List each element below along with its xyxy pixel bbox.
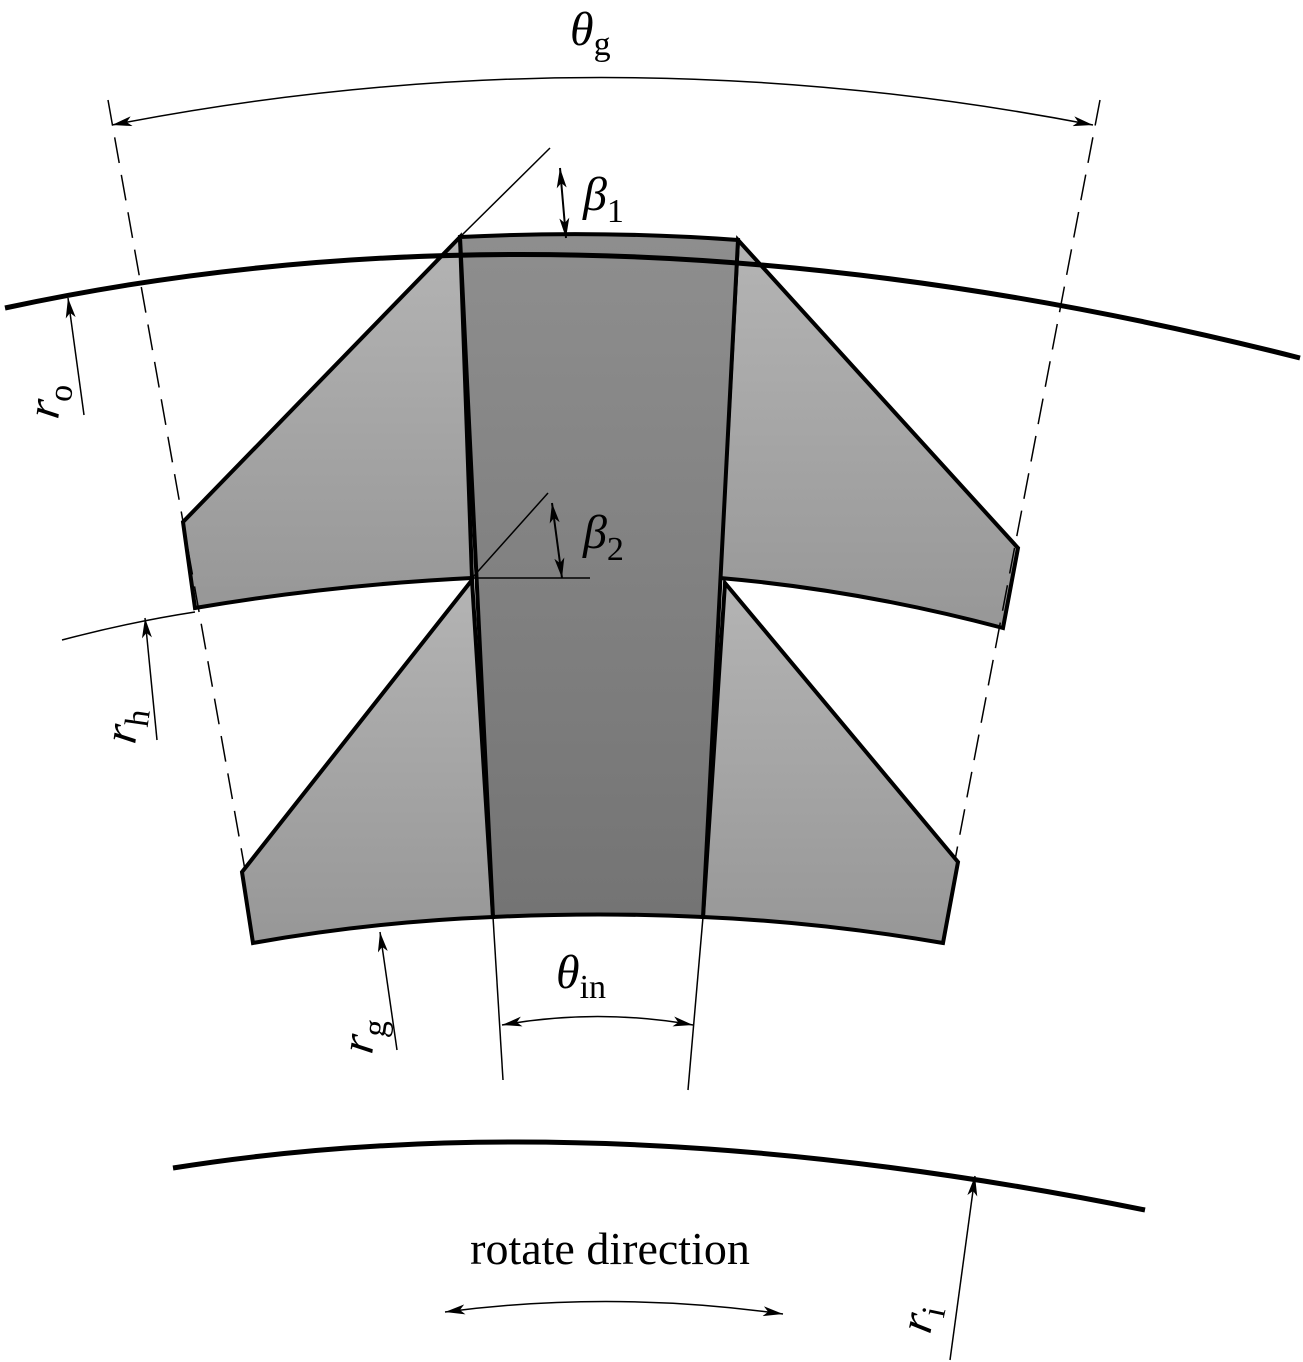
theta-in-label: θin: [556, 946, 606, 1006]
theta-in-arrow: [501, 1015, 694, 1027]
r-h-label: rh: [93, 704, 157, 748]
beta1-reference-line: [459, 147, 551, 238]
hub-radius-arc: [61, 611, 196, 641]
lower-right-wing: [700, 577, 961, 946]
inner-radius-arc: [172, 1139, 1146, 1213]
beta1-arrow: [556, 167, 570, 239]
beta1-label: β1: [582, 168, 624, 230]
theta-in-left-line: [492, 916, 504, 1081]
blade-core: [457, 232, 741, 920]
outer-radius-arc: [4, 252, 1301, 361]
r-i-label: ri: [889, 1299, 954, 1339]
r-o-arrow: [65, 297, 85, 416]
upper-left-wing: [180, 232, 475, 611]
left-boundary-dashed: [107, 99, 246, 871]
theta-g-arrow: [111, 76, 1094, 127]
theta-g-label: θg: [570, 3, 611, 63]
theta-in-right-line: [687, 916, 704, 1091]
r-g-label: rg: [330, 1014, 394, 1058]
rotate-direction-label: rotate direction: [470, 1223, 750, 1274]
r-h-arrow: [141, 617, 158, 741]
r-i-arrow: [949, 1175, 978, 1361]
lower-left-wing: [239, 574, 496, 946]
rotate-direction-arrow: [444, 1300, 784, 1317]
beta2-reference-line: [471, 492, 549, 579]
r-o-label: ro: [16, 379, 80, 423]
r-g-arrow: [377, 931, 398, 1051]
upper-right-wing: [717, 235, 1021, 631]
beta2-label: β2: [582, 506, 624, 568]
right-boundary-dashed: [954, 99, 1101, 861]
beta2-arrow: [549, 502, 565, 579]
